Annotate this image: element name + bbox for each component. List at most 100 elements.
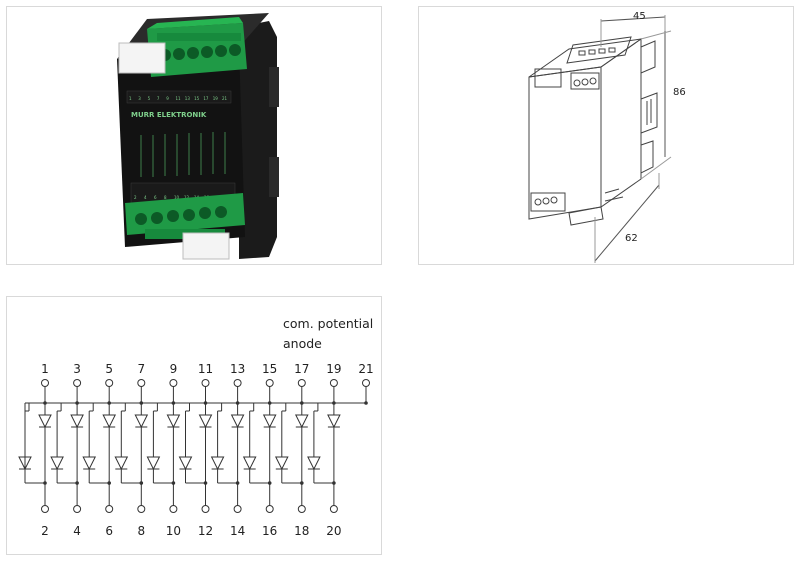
output-junction xyxy=(235,481,240,485)
photo-top-number: 9 xyxy=(166,96,169,101)
bottom-pin-label: 8 xyxy=(137,524,145,538)
top-pin-label: 7 xyxy=(137,362,145,376)
diode-lower xyxy=(146,456,161,471)
bottom-pin-label: 4 xyxy=(73,524,81,538)
diode-lower xyxy=(18,456,32,471)
top-pin-terminal xyxy=(201,379,210,387)
caption-anode: anode xyxy=(283,336,322,351)
top-number-strip xyxy=(126,90,232,104)
rail-junction xyxy=(171,401,176,405)
brand-logo: MURR ELEKTRONIK xyxy=(131,111,207,119)
drawing-top-terminals xyxy=(570,47,616,90)
diode-lower xyxy=(50,456,64,471)
diode-upper xyxy=(166,414,181,429)
photo-bottom-number: 12 xyxy=(184,195,190,200)
led-indicator-grid xyxy=(140,132,226,177)
rail-clip-tab xyxy=(269,67,279,107)
bottom-pin-terminal xyxy=(41,505,49,513)
top-pin-terminal xyxy=(297,379,306,387)
bottom-pin-terminal xyxy=(73,505,82,513)
diode-upper xyxy=(102,414,117,429)
top-pin-terminal xyxy=(105,379,114,387)
bottom-pin-label: 16 xyxy=(262,524,277,538)
rail-junction xyxy=(107,401,111,405)
top-label-plate xyxy=(118,42,166,74)
output-junction xyxy=(300,481,304,485)
photo-top-number: 15 xyxy=(194,96,200,101)
top-pin-terminal xyxy=(265,379,274,387)
rail-junction xyxy=(139,401,144,405)
top-pin-label: 5 xyxy=(105,362,113,376)
output-junction xyxy=(171,481,176,485)
bottom-pin-terminal xyxy=(233,505,242,513)
bottom-pin-terminal xyxy=(201,505,210,513)
photo-bottom-number: 6 xyxy=(154,195,157,200)
rail-junction xyxy=(203,401,208,405)
diode-lower xyxy=(274,456,289,471)
bottom-pin-label: 10 xyxy=(166,524,181,538)
output-junction xyxy=(332,481,336,485)
diode-upper xyxy=(38,414,52,429)
top-pin-label: 15 xyxy=(262,362,277,376)
output-junction xyxy=(139,481,144,485)
photo-bottom-number: 10 xyxy=(174,195,180,200)
bottom-pin-label: 14 xyxy=(230,524,245,538)
output-junction xyxy=(75,481,79,485)
rail-junction xyxy=(364,401,368,405)
top-pin-terminal xyxy=(362,379,370,387)
photo-bottom-number: 8 xyxy=(164,195,167,200)
diode-lower xyxy=(307,456,321,471)
dimension-height xyxy=(640,30,672,180)
diode-lower xyxy=(242,456,257,471)
diode-upper xyxy=(198,414,213,429)
top-pin-label: 3 xyxy=(73,362,81,376)
rail-junction xyxy=(267,401,272,405)
bottom-pin-terminal xyxy=(169,505,178,513)
drawing-label-plate xyxy=(534,68,562,88)
top-pin-label: 13 xyxy=(230,362,245,376)
photo-top-number: 5 xyxy=(148,96,151,101)
rail-junction xyxy=(75,401,79,405)
output-junction xyxy=(203,481,208,485)
diode-upper xyxy=(327,414,341,429)
photo-top-number: 7 xyxy=(157,96,160,101)
top-pin-label: 1 xyxy=(41,362,49,376)
diode-lower xyxy=(178,456,193,471)
diode-upper xyxy=(134,414,149,429)
photo-top-number: 3 xyxy=(138,96,141,101)
diode-upper xyxy=(262,414,277,429)
top-pin-label: 9 xyxy=(170,362,178,376)
bottom-pin-terminal xyxy=(297,505,306,513)
bottom-terminal-screws xyxy=(135,206,227,225)
diode-lower xyxy=(210,456,225,471)
diode-lower xyxy=(82,456,97,471)
top-pin-terminal xyxy=(233,379,242,387)
top-pin-terminal xyxy=(137,379,146,387)
din-rail-clip xyxy=(239,21,277,259)
top-pin-label: 19 xyxy=(326,362,341,376)
rail-clip-tab xyxy=(269,157,279,197)
top-terminal-screws xyxy=(157,33,241,61)
bottom-pin-terminal xyxy=(105,505,114,513)
bottom-pin-label: 20 xyxy=(326,524,341,538)
photo-top-number: 1 xyxy=(129,96,132,101)
dimension-drawing: 45 86 62 xyxy=(528,11,686,263)
photo-top-number: 11 xyxy=(176,96,182,101)
dimension-depth xyxy=(594,173,660,263)
rail-junction xyxy=(43,401,47,405)
bottom-pin-label: 12 xyxy=(198,524,213,538)
rail-junction xyxy=(300,401,304,405)
dim-label-depth: 62 xyxy=(625,233,638,244)
photo-bottom-number: 4 xyxy=(144,195,147,200)
bottom-pin-terminal xyxy=(265,505,274,513)
bottom-pin-terminal xyxy=(137,505,146,513)
dim-label-width: 45 xyxy=(633,11,646,22)
caption-com-potential: com. potential xyxy=(283,316,373,331)
top-pin-label: 17 xyxy=(294,362,309,376)
diode-upper xyxy=(230,414,245,429)
photo-top-number: 21 xyxy=(222,96,228,101)
